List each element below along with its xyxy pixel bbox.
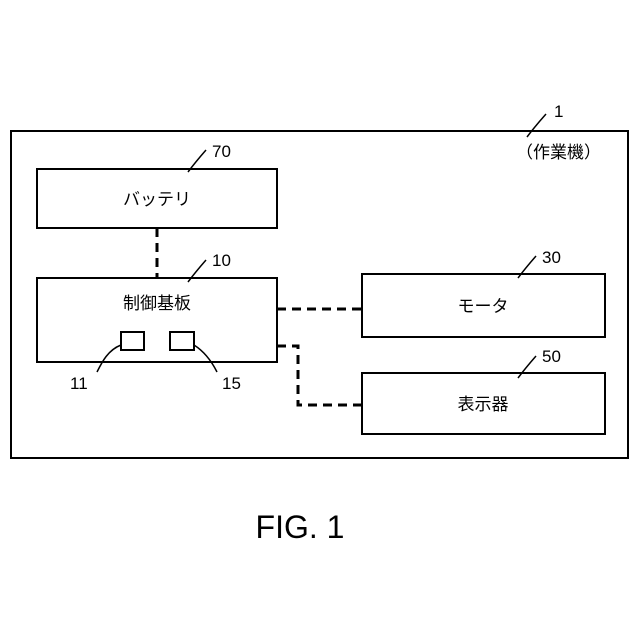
system-label: （作業機） <box>516 143 601 163</box>
control-board-block <box>37 278 277 362</box>
component-right <box>170 332 194 350</box>
motor-label: モータ <box>458 297 509 317</box>
component-right-ref-number: 15 <box>222 374 241 393</box>
system-ref-number: 1 <box>554 102 563 121</box>
component-left <box>121 332 144 350</box>
control-board-ref-number: 10 <box>212 251 231 270</box>
battery-label: バッテリ <box>123 190 191 210</box>
component-left-ref-number: 11 <box>70 374 88 393</box>
display-ref-number: 50 <box>542 347 561 366</box>
motor-ref-number: 30 <box>542 248 561 267</box>
control-board-label: 制御基板 <box>123 294 191 314</box>
battery-ref-number: 70 <box>212 142 231 161</box>
display-label: 表示器 <box>458 395 509 415</box>
figure-caption: FIG. 1 <box>256 509 345 545</box>
